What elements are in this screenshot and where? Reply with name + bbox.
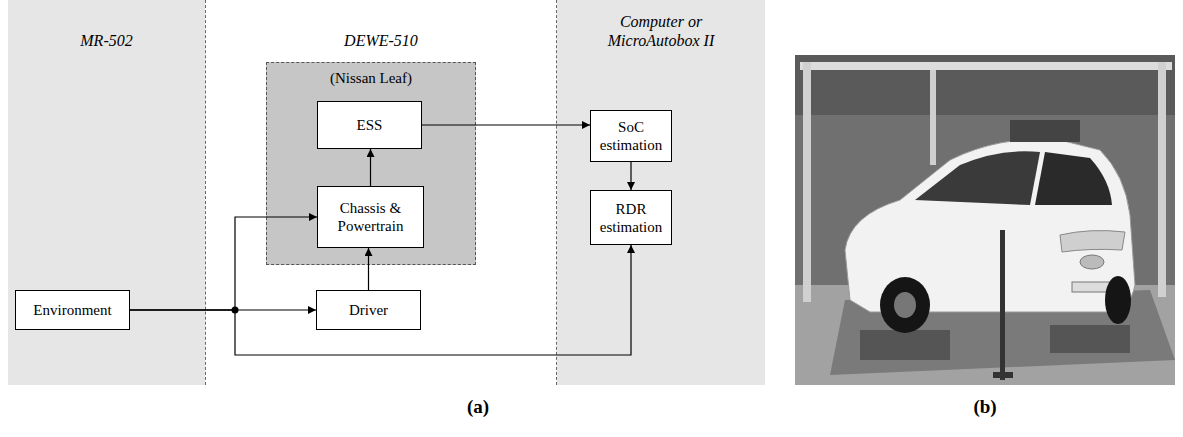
region-band: Computer or MicroAutobox II SoC estimatio…: [557, 0, 765, 385]
region-band: MR-502Environment: [8, 0, 205, 385]
signal-arrow: [630, 162, 631, 190]
panel-label: (a): [467, 396, 489, 418]
box-label: ESS: [357, 116, 383, 134]
signal-arrow: [422, 124, 590, 125]
signal-arrow: [130, 217, 317, 310]
process-box: Environment: [15, 290, 130, 330]
process-box: Driver: [316, 290, 421, 330]
region-title: MR-502: [80, 31, 132, 50]
region-title: Computer or MicroAutobox II: [586, 12, 736, 50]
box-label: SoC estimation: [597, 118, 665, 154]
band-heading: MR-502: [8, 4, 205, 50]
signal-arrow: [370, 149, 371, 186]
process-box: Chassis & Powertrain: [317, 186, 424, 248]
process-box: ESS: [317, 101, 422, 149]
panel-label: (b): [973, 396, 996, 418]
vehicle-photo: [795, 55, 1175, 385]
group-title: (Nissan Leaf): [267, 69, 475, 87]
band-heading: Computer or MicroAutobox II: [557, 4, 765, 50]
signal-arrow: [368, 248, 369, 290]
region-title: DEWE-510: [344, 31, 418, 50]
process-box: SoC estimation: [590, 110, 672, 162]
box-label: RDR estimation: [597, 200, 665, 236]
signal-arrow: [130, 245, 631, 355]
band-heading: DEWE-510: [206, 4, 556, 50]
box-label: Chassis & Powertrain: [324, 199, 417, 235]
process-box: RDR estimation: [590, 190, 672, 245]
region-band: DEWE-510 (Nissan Leaf) ESS Chassis & Powert…: [205, 0, 557, 385]
box-label: Environment: [33, 301, 111, 319]
box-label: Driver: [349, 301, 388, 319]
